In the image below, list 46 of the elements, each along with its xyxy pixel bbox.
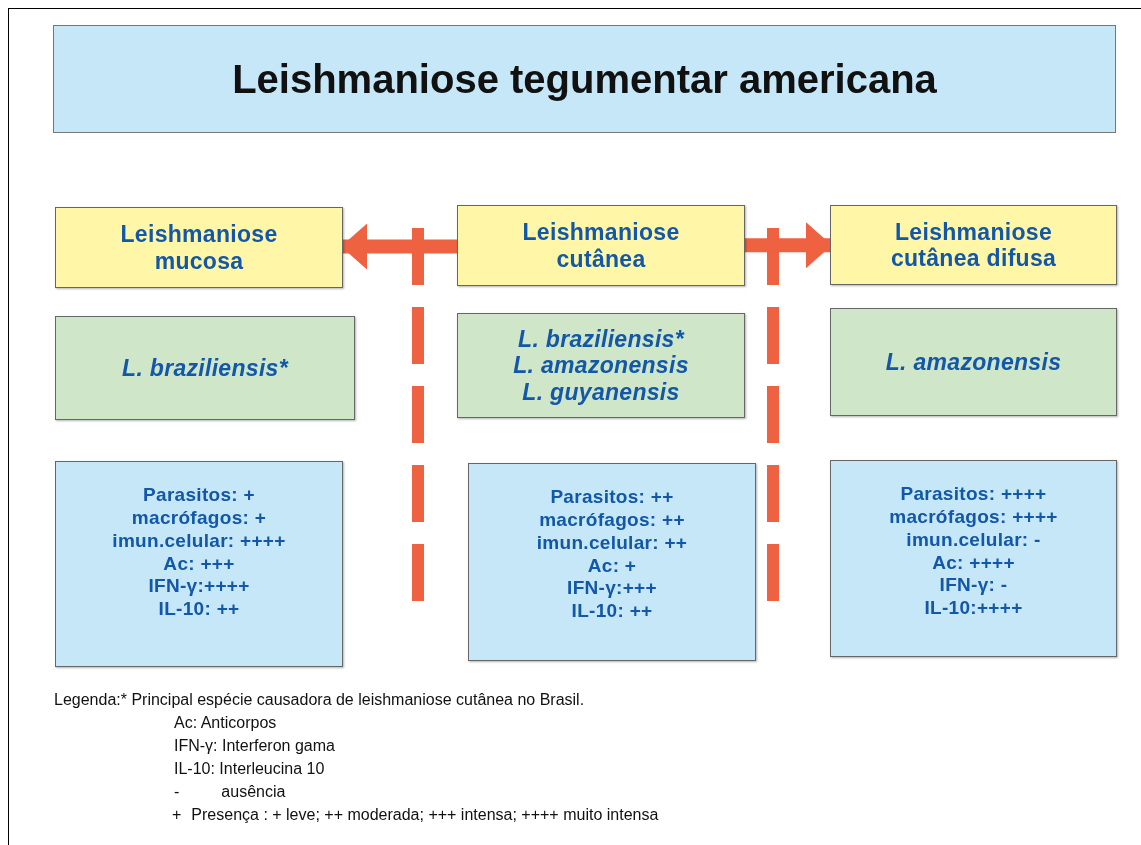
parameters-box bbox=[830, 460, 1117, 657]
parameter-text: macrófagos: ++++ bbox=[889, 505, 1058, 528]
parameter-text: IL-10: ++ bbox=[158, 598, 240, 621]
parameter-text: IFN-γ:++++ bbox=[148, 575, 250, 598]
species-name: L. guyanensis bbox=[522, 378, 680, 406]
form-name: Leishmaniose mucosa bbox=[119, 221, 279, 274]
form-name: Leishmaniose cutânea bbox=[521, 219, 681, 272]
legend-symbol: + bbox=[172, 805, 182, 825]
parameter-text: imun.celular: ++++ bbox=[112, 529, 286, 552]
species-name: L. braziliensis* bbox=[122, 354, 288, 382]
species-box bbox=[457, 313, 745, 418]
species-name: L. braziliensis* bbox=[518, 325, 684, 353]
species-name: L. amazonensis bbox=[885, 348, 1062, 376]
legend-text: ausência bbox=[221, 782, 286, 802]
parameter-text: IFN-γ:+++ bbox=[567, 577, 657, 600]
title: Leishmaniose tegumentar americana bbox=[232, 56, 937, 102]
legend-text: IL-10: Interleucina 10 bbox=[174, 759, 325, 779]
parameter-text: imun.celular: - bbox=[906, 528, 1041, 551]
parameter-text: macrófagos: ++ bbox=[539, 508, 685, 531]
legend-text: Ac: Anticorpos bbox=[174, 713, 277, 733]
legend-text: Presença : + leve; ++ moderada; +++ intensa; ++++ muito intensa bbox=[191, 805, 659, 825]
species-name: L. amazonensis bbox=[513, 352, 689, 379]
parameter-text: Ac: +++ bbox=[163, 552, 235, 575]
parameters-box bbox=[55, 461, 343, 667]
parameter-text: Ac: + bbox=[587, 554, 637, 577]
parameter-text: Ac: ++++ bbox=[932, 551, 1015, 574]
legend-symbol: - bbox=[174, 782, 180, 802]
legend-text: Legenda:* Principal espécie causadora de leishmaniose cutânea no Brasil. bbox=[54, 690, 585, 710]
parameter-text: IL-10: ++ bbox=[571, 600, 653, 623]
parameter-text: Parasitos: ++ bbox=[550, 486, 674, 508]
species-box bbox=[55, 316, 355, 420]
species-box bbox=[830, 308, 1117, 416]
parameter-text: Parasitos: + bbox=[143, 484, 255, 506]
parameter-text: IL-10:++++ bbox=[924, 597, 1023, 620]
parameter-text: IFN-γ: - bbox=[939, 574, 1008, 597]
parameter-text: imun.celular: ++ bbox=[536, 531, 688, 554]
parameter-text: Parasitos: ++++ bbox=[900, 483, 1047, 505]
form-box bbox=[830, 205, 1117, 285]
parameter-text: macrófagos: + bbox=[131, 506, 267, 529]
form-box bbox=[457, 205, 745, 286]
form-box bbox=[55, 207, 343, 288]
legend-text: IFN-γ: Interferon gama bbox=[174, 736, 335, 756]
parameters-box bbox=[468, 463, 756, 661]
arrow bbox=[341, 223, 457, 270]
arrow bbox=[745, 222, 832, 269]
form-name: Leishmaniose cutânea difusa bbox=[889, 218, 1058, 272]
